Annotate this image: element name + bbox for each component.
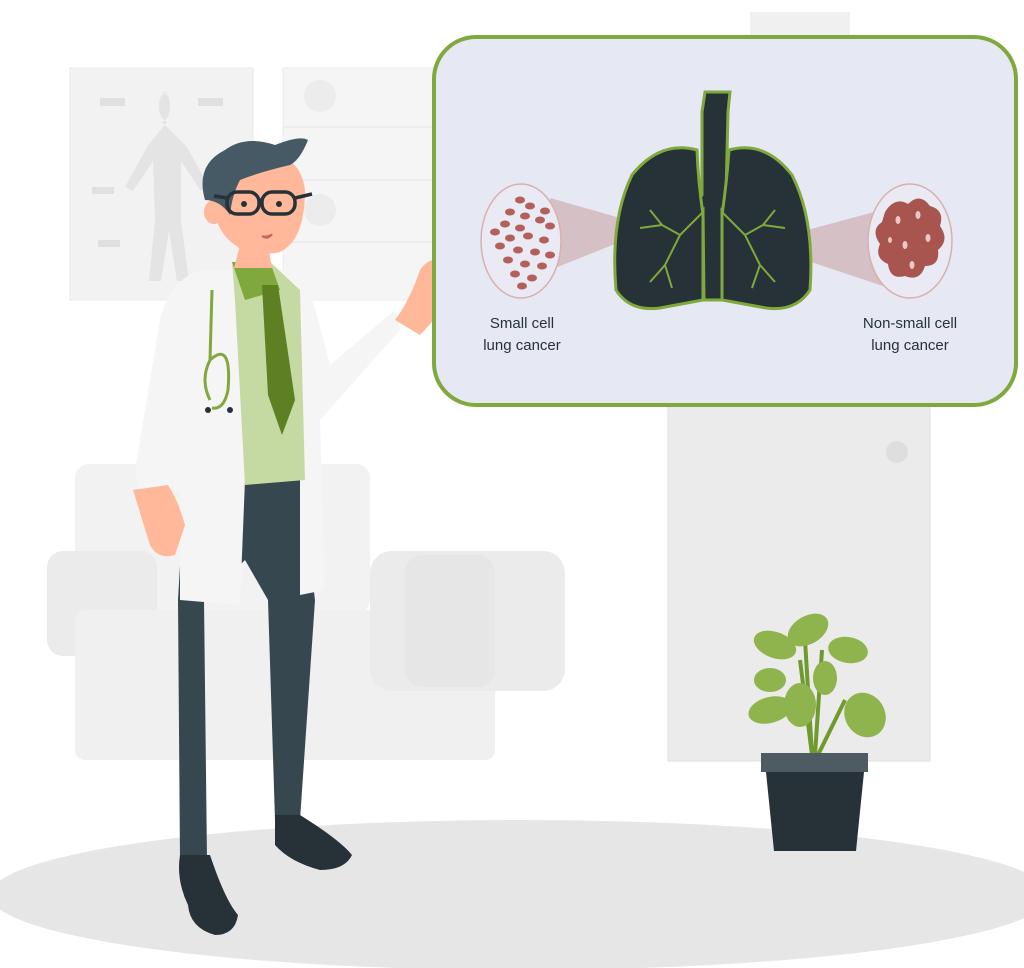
non-small-cell-illustration	[867, 183, 953, 299]
small-cell-label-line2: lung cancer	[483, 337, 561, 354]
non-small-cell-label-line1: Non-small cell	[862, 315, 958, 332]
presentation-panel	[432, 35, 1018, 407]
lungs-icon	[613, 90, 813, 311]
zoom-cone-right	[770, 205, 900, 290]
doctor-figure	[133, 138, 462, 935]
small-cell-label: Small cell lung cancer	[472, 313, 572, 357]
floor-shadow	[0, 820, 1024, 968]
zoom-cone-left	[550, 198, 645, 270]
potted-plant	[748, 613, 886, 851]
background-board	[282, 67, 439, 301]
non-small-cell-label-line2: lung cancer	[871, 337, 949, 354]
small-cell-label-line1: Small cell	[489, 315, 555, 332]
non-small-cell-label: Non-small cell lung cancer	[845, 313, 975, 357]
small-cell-illustration	[480, 183, 562, 299]
